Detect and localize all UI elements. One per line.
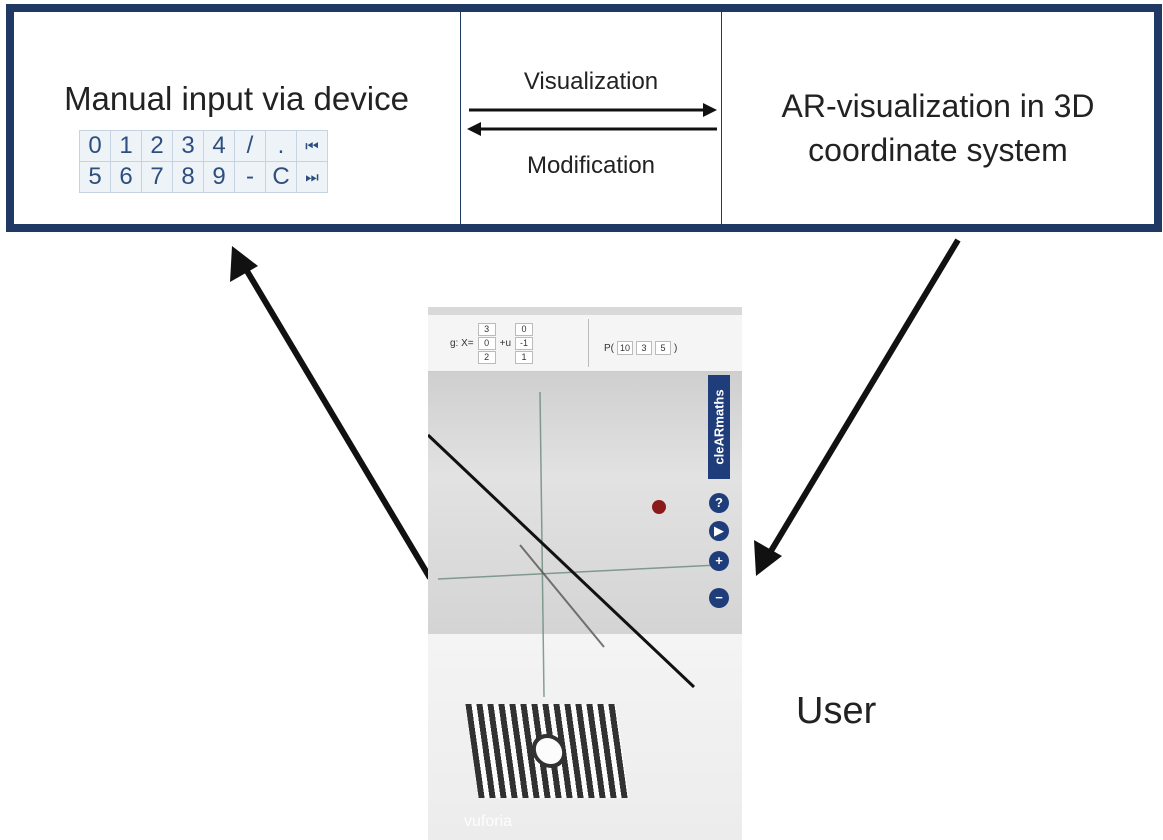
- keypad-row: 0 1 2 3 4 / . ⏮: [79, 130, 328, 162]
- visualization-label: Visualization: [523, 68, 659, 95]
- arrow-to-manual-input: [241, 264, 433, 580]
- manual-input-title: Manual input via device: [64, 80, 409, 117]
- modification-label: Modification: [526, 152, 656, 179]
- key-dot[interactable]: .: [265, 130, 297, 162]
- keypad: 0 1 2 3 4 / . ⏮ 5 6 7 8 9 - C ⏭: [79, 130, 328, 193]
- visualization-arrowhead-icon: [703, 103, 717, 117]
- point-coordinate[interactable]: 10: [617, 341, 633, 355]
- zoom-in-icon[interactable]: +: [709, 551, 729, 571]
- axis-x2: [437, 564, 719, 580]
- zoom-out-icon[interactable]: −: [709, 588, 729, 608]
- key-clear[interactable]: C: [265, 161, 297, 193]
- key-6[interactable]: 6: [110, 161, 142, 193]
- vector-component[interactable]: 0: [515, 323, 534, 336]
- modification-arrowhead-icon: [467, 122, 481, 136]
- qr-marker-image: [465, 704, 629, 798]
- ar-visualization-title: AR-visualization in 3D coordinate system: [722, 84, 1154, 172]
- equation-prefix: g: X=: [450, 338, 474, 349]
- arrow-from-ar-visualization-head-icon: [754, 540, 782, 576]
- vector-component[interactable]: 0: [477, 337, 496, 350]
- top-banner: Manual input via device 0 1 2 3 4 / . ⏮ …: [6, 4, 1162, 232]
- play-icon[interactable]: ▶: [709, 521, 729, 541]
- line-equation: g: X= 3 0 2 +u 0 -1 1: [450, 323, 534, 364]
- vuforia-watermark: vuforia: [464, 813, 513, 830]
- point-label: P(: [604, 342, 614, 354]
- point-coordinate[interactable]: 3: [636, 341, 652, 355]
- key-minus[interactable]: -: [234, 161, 266, 193]
- point-p: [652, 500, 666, 514]
- position-vector: 3 0 2: [477, 323, 496, 364]
- key-previous-icon[interactable]: ⏮: [296, 130, 328, 162]
- point-coordinate[interactable]: 5: [655, 341, 671, 355]
- point-input: P( 10 3 5 ): [604, 341, 677, 355]
- keypad-row: 5 6 7 8 9 - C ⏭: [79, 161, 328, 193]
- phone-screenshot: g: X= 3 0 2 +u 0 -1 1 P( 10 3 5 ): [428, 307, 742, 840]
- clearmaths-logo: cleARmaths: [708, 375, 730, 479]
- bidirectional-arrows: [467, 103, 717, 136]
- arrow-from-ar-visualization: [765, 238, 961, 558]
- key-8[interactable]: 8: [172, 161, 204, 193]
- ar-visualization-panel: AR-visualization in 3D coordinate system: [722, 12, 1154, 224]
- key-next-icon[interactable]: ⏭: [296, 161, 328, 193]
- line-g: [428, 433, 696, 689]
- arrows-panel: Visualization Modification: [460, 12, 722, 224]
- camera-wall-background: [428, 372, 742, 634]
- direction-vector: 0 -1 1: [515, 323, 534, 364]
- phone-input-header: g: X= 3 0 2 +u 0 -1 1 P( 10 3 5 ): [428, 315, 742, 372]
- manual-input-panel: Manual input via device 0 1 2 3 4 / . ⏮ …: [14, 12, 459, 224]
- key-7[interactable]: 7: [141, 161, 173, 193]
- help-icon[interactable]: ?: [709, 493, 729, 513]
- equation-join: +u: [499, 338, 512, 349]
- ar-title-line1: AR-visualization in 3D: [781, 88, 1095, 124]
- key-5[interactable]: 5: [79, 161, 111, 193]
- user-label: User: [796, 690, 877, 732]
- header-divider: [588, 319, 589, 367]
- point-close: ): [674, 342, 678, 354]
- vector-component[interactable]: 2: [477, 351, 496, 364]
- arrow-to-manual-input-head-icon: [230, 246, 258, 282]
- brand-label: cleARmaths: [711, 389, 727, 465]
- ar-title-line2: coordinate system: [808, 132, 1068, 168]
- vector-component[interactable]: 1: [515, 351, 534, 364]
- vector-component[interactable]: 3: [477, 323, 496, 336]
- qr-center-icon: [529, 734, 569, 768]
- key-9[interactable]: 9: [203, 161, 235, 193]
- axis-x1: [519, 544, 605, 648]
- key-1[interactable]: 1: [110, 130, 142, 162]
- vector-component[interactable]: -1: [515, 337, 534, 350]
- ar-scene: [428, 391, 719, 698]
